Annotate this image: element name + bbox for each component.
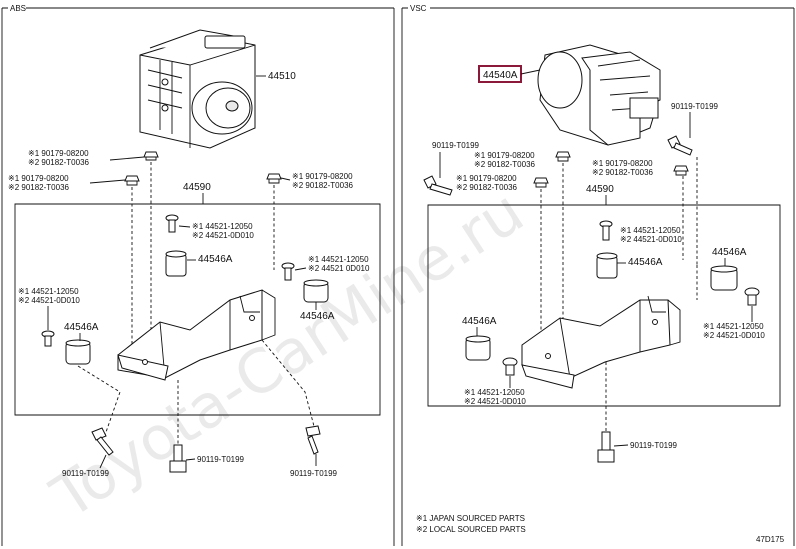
bracket-frame [427, 204, 781, 407]
cushion-label: 44546A [64, 322, 99, 333]
bolt-callout-line1: ※1 44521-12050 [464, 388, 525, 397]
bolt-callout-line1: ※1 44521-12050 [703, 322, 764, 331]
leader [109, 156, 145, 161]
bolt-callout-line1: ※1 44521-12050 [18, 287, 79, 296]
bolt-callout-line1: ※1 44521-12050 [308, 255, 369, 264]
bracket-label: 44590 [183, 182, 211, 193]
leader [89, 179, 126, 184]
top-bolt-label: 90119-T0199 [671, 102, 719, 111]
vsc-bracket-drawing [521, 295, 681, 389]
nut-callout-line2: ※2 90182-T0036 [456, 183, 518, 192]
bolt-icon [599, 220, 613, 241]
nut-callout-line2: ※2 90182-T0036 [474, 160, 536, 169]
nut-callout-line2: ※2 90182-T0036 [592, 168, 654, 177]
bolt-icon [41, 330, 55, 347]
nut-icon [124, 175, 140, 186]
guide-lines [605, 265, 698, 432]
vsc-assembly-label: 44540A [483, 70, 518, 81]
guide-lines [540, 157, 698, 345]
bolt-callout-line1: ※1 44521-12050 [192, 222, 253, 231]
nut-callout-line2: ※2 90182-T0036 [8, 183, 70, 192]
abs-assembly-label: 44510 [268, 71, 296, 82]
bolt-icon [169, 444, 187, 473]
bracket-label: 44590 [586, 184, 614, 195]
nut-callout-line1: ※1 90179-08200 [292, 172, 353, 181]
cushion-icon [65, 339, 91, 365]
leader [178, 225, 191, 228]
cushion-label: 44546A [712, 247, 747, 258]
cushion-label: 44546A [300, 311, 335, 322]
cushion-icon [465, 335, 491, 361]
leader [185, 458, 196, 461]
figure-code: 47D175 [756, 535, 785, 544]
bolt-icon [281, 262, 295, 281]
cushion-label: 44546A [462, 316, 497, 327]
top-bolt-label: 90119-T0199 [432, 141, 480, 150]
nut-callout-line1: ※1 90179-08200 [592, 159, 653, 168]
leader [99, 454, 107, 469]
bolt-callout-line2: ※2 44521-0D010 [18, 296, 80, 305]
nut-icon [143, 151, 159, 161]
lower-bolt-label: 90119-T0199 [630, 441, 678, 450]
nut-icon [533, 177, 549, 188]
bolt-callout-line2: ※2 44521 0D010 [308, 264, 370, 273]
lower-bolt-label: 90119-T0199 [290, 469, 338, 478]
abs-bracket-drawing [117, 289, 276, 381]
bolt-icon [667, 135, 693, 156]
bolt-icon [744, 287, 760, 306]
bolt-callout-line1: ※1 44521-12050 [620, 226, 681, 235]
nut-callout-line1: ※1 90179-08200 [474, 151, 535, 160]
leader [520, 69, 541, 75]
guide-lines [131, 162, 275, 350]
nut-callout-line1: ※1 90179-08200 [28, 149, 89, 158]
bolt-icon [305, 425, 321, 455]
bolt-icon [423, 175, 453, 196]
vsc-actuator-drawing [537, 44, 661, 146]
cushion-icon [710, 265, 738, 291]
watermark: Toyota-CarMine.ru [39, 177, 536, 534]
bolt-callout-line2: ※2 44521-0D010 [464, 397, 526, 406]
left-panel-title: ABS [10, 4, 26, 13]
leader [294, 267, 307, 271]
bolt-icon [165, 214, 179, 233]
bracket-frame [14, 203, 381, 416]
lower-bolt-label: 90119-T0199 [62, 469, 110, 478]
cushion-icon [596, 252, 618, 279]
cushion-icon [303, 279, 329, 303]
leader [613, 444, 629, 447]
nut-icon [673, 165, 689, 176]
nut-icon [555, 151, 571, 162]
bolt-icon [502, 357, 518, 376]
nut-callout-line2: ※2 90182-T0036 [292, 181, 354, 190]
panel-borders [1, 8, 795, 546]
leader [280, 177, 291, 181]
cushion-label: 44546A [198, 254, 233, 265]
bolt-callout-line2: ※2 44521-0D010 [192, 231, 254, 240]
bolt-callout-line2: ※2 44521-0D010 [620, 235, 682, 244]
legend-line1: ※1 JAPAN SOURCED PARTS [416, 514, 525, 523]
cushion-icon [165, 250, 187, 277]
legend-line2: ※2 LOCAL SOURCED PARTS [416, 525, 526, 534]
right-panel-title: VSC [410, 4, 427, 13]
nut-callout-line1: ※1 90179-08200 [8, 174, 69, 183]
nut-icon [266, 173, 282, 184]
cushion-label: 44546A [628, 257, 663, 268]
abs-actuator-drawing [139, 29, 256, 149]
lower-bolt-label: 90119-T0199 [197, 455, 245, 464]
nut-callout-line2: ※2 90182-T0036 [28, 158, 90, 167]
bolt-icon [91, 427, 114, 456]
guide-lines [77, 339, 316, 445]
nut-callout-line1: ※1 90179-08200 [456, 174, 517, 183]
bolt-icon [597, 431, 615, 463]
bolt-callout-line2: ※2 44521-0D010 [703, 331, 765, 340]
